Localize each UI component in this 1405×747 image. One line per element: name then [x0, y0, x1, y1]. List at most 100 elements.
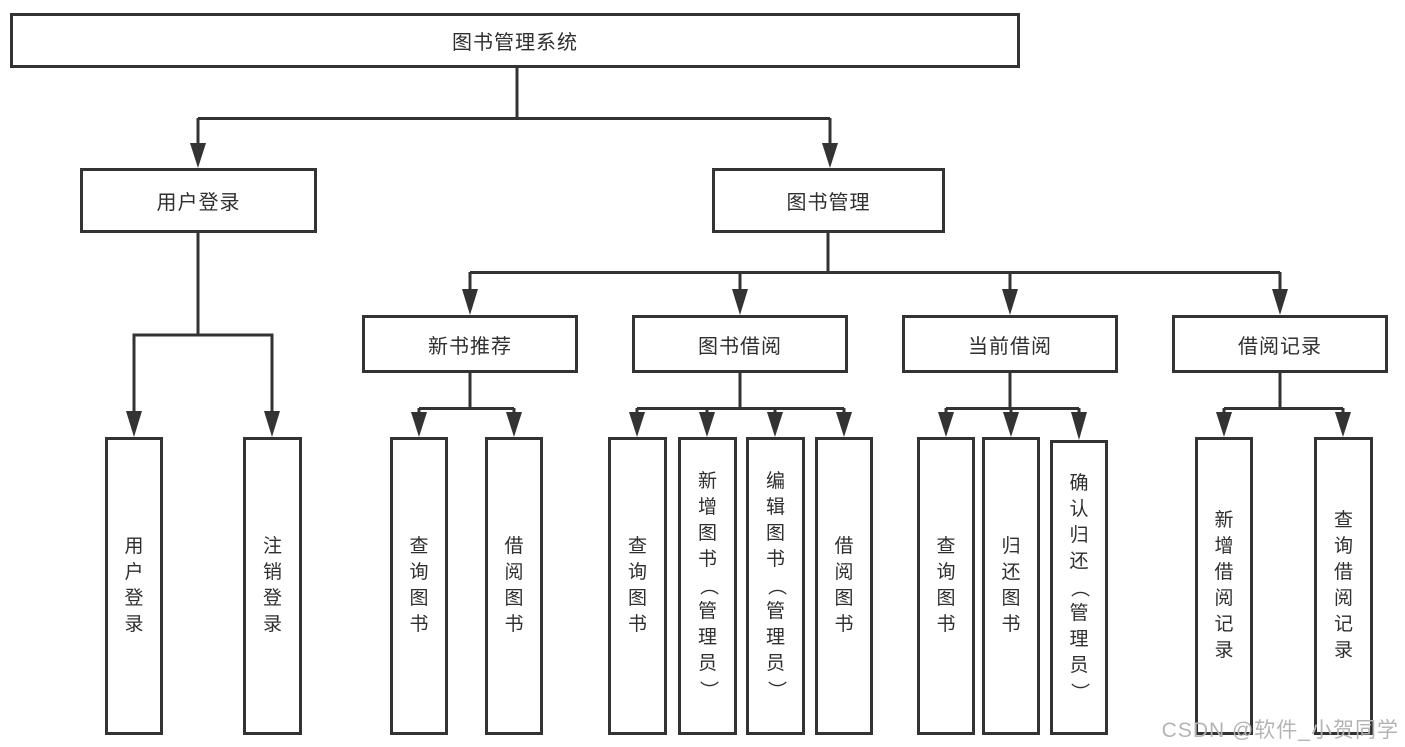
arrowhead	[264, 411, 280, 437]
vertical-char: 书	[765, 549, 785, 570]
vertical-char: （	[1068, 577, 1090, 598]
vertical-char: 书	[834, 614, 854, 635]
leaf-logout: 注销登录	[243, 437, 302, 735]
vertical-char: 理	[1069, 628, 1089, 650]
vertical-char: 书	[936, 614, 956, 635]
leaf-add-borrow-record: 新增借阅记录	[1195, 437, 1253, 735]
vertical-char: 录	[262, 614, 282, 635]
vertical-char: 认	[1069, 498, 1089, 520]
node-book-management-branch: 图书管理	[712, 168, 945, 233]
node-current-borrowing: 当前借阅	[902, 315, 1118, 373]
vertical-char: 记	[1214, 614, 1234, 635]
vertical-char: 新	[697, 471, 717, 492]
vertical-char: 登	[262, 588, 282, 609]
vertical-char: 询	[936, 562, 956, 583]
vertical-char: 管	[697, 601, 717, 622]
leaf-borrow-books: 借阅图书	[815, 437, 873, 735]
vertical-char: 编	[765, 471, 785, 492]
vertical-char: 借	[504, 536, 524, 557]
vertical-char: 查	[1333, 510, 1353, 531]
vertical-char: 员	[1069, 654, 1089, 676]
arrowhead	[1216, 412, 1232, 437]
leaf-query-borrow-record: 查询借阅记录	[1314, 437, 1373, 735]
node-label: 图书借阅	[698, 335, 782, 358]
arrowhead	[462, 289, 478, 315]
vertical-char: 阅	[1333, 588, 1353, 609]
arrowhead	[1002, 289, 1018, 315]
vertical-char: 户	[124, 562, 144, 583]
vertical-char: 图	[697, 523, 717, 544]
node-label: 用户登录	[156, 192, 241, 214]
vertical-char: 辑	[765, 497, 785, 518]
vertical-char: 图	[627, 588, 647, 609]
node-label: 当前借阅	[968, 335, 1052, 358]
leaf-query-books-recommend: 查询图书	[390, 437, 448, 735]
vertical-char: 员	[765, 653, 785, 674]
vertical-char: 图	[834, 588, 854, 609]
node-label: 图书管理系统	[452, 32, 578, 54]
node-label: 图书管理	[786, 192, 871, 214]
vertical-char: 管	[765, 601, 785, 622]
vertical-char: 借	[834, 536, 854, 557]
node-label: 借阅记录	[1238, 335, 1322, 358]
arrowhead	[629, 412, 645, 437]
vertical-char: 增	[697, 497, 717, 518]
leaf-edit-books-admin: 编辑图书（管理员）	[746, 437, 805, 735]
arrowhead	[767, 412, 783, 437]
node-library-management-system: 图书管理系统	[10, 13, 1020, 68]
vertical-char: 借	[1214, 562, 1234, 583]
arrowhead	[699, 412, 715, 437]
arrowhead	[506, 412, 522, 437]
leaf-user-login: 用户登录	[105, 437, 163, 735]
node-book-borrowing: 图书借阅	[632, 315, 848, 373]
vertical-char: 归	[1069, 524, 1089, 546]
node-label: 新书推荐	[428, 335, 512, 358]
arrowhead	[1003, 412, 1019, 437]
vertical-char: 录	[1214, 640, 1234, 661]
vertical-char: 录	[1333, 640, 1353, 661]
vertical-char: （	[697, 576, 719, 596]
leaf-return-books: 归还图书	[982, 437, 1040, 735]
vertical-char: 书	[1001, 614, 1021, 635]
vertical-char: 管	[1069, 602, 1089, 624]
vertical-char: 图	[504, 588, 524, 609]
vertical-char: 用	[124, 536, 144, 557]
vertical-char: 询	[627, 562, 647, 583]
leaf-borrow-books-recommend: 借阅图书	[485, 437, 543, 735]
vertical-char: 图	[409, 588, 429, 609]
vertical-char: 增	[1214, 536, 1234, 557]
vertical-char: 员	[697, 653, 717, 674]
vertical-char: ）	[697, 680, 719, 700]
node-borrowing-records: 借阅记录	[1172, 315, 1388, 373]
watermark: CSDN @软件_小贺同学	[1161, 719, 1399, 742]
vertical-char: 书	[627, 614, 647, 635]
vertical-char: 阅	[504, 562, 524, 583]
vertical-char: 归	[1001, 536, 1021, 557]
vertical-char: 图	[1001, 588, 1021, 609]
vertical-char: 借	[1333, 562, 1353, 583]
vertical-char: 还	[1069, 550, 1089, 572]
vertical-char: 理	[765, 627, 785, 648]
arrowhead	[1071, 412, 1087, 440]
arrowhead	[822, 143, 838, 168]
arrowhead	[938, 412, 954, 437]
vertical-char: 确	[1069, 472, 1089, 494]
vertical-char: 销	[262, 562, 282, 583]
vertical-char: 图	[936, 588, 956, 609]
vertical-char: 阅	[1214, 588, 1234, 609]
vertical-char: 询	[409, 562, 429, 583]
node-new-book-recommendation: 新书推荐	[362, 315, 578, 373]
vertical-char: 书	[409, 614, 429, 635]
leaf-confirm-return-admin: 确认归还 （ 管理员 ）	[1050, 440, 1108, 735]
leaf-query-books-current: 查询图书	[917, 437, 975, 735]
arrowhead	[190, 143, 206, 168]
arrowhead	[411, 412, 427, 437]
vertical-char: 理	[697, 627, 717, 648]
vertical-char: ）	[1068, 681, 1090, 702]
leaf-query-books-borrowing: 查询图书	[608, 437, 667, 735]
vertical-char: 询	[1333, 536, 1353, 557]
vertical-char: 图	[765, 523, 785, 544]
vertical-char: 还	[1001, 562, 1021, 583]
vertical-char: 书	[504, 614, 524, 635]
